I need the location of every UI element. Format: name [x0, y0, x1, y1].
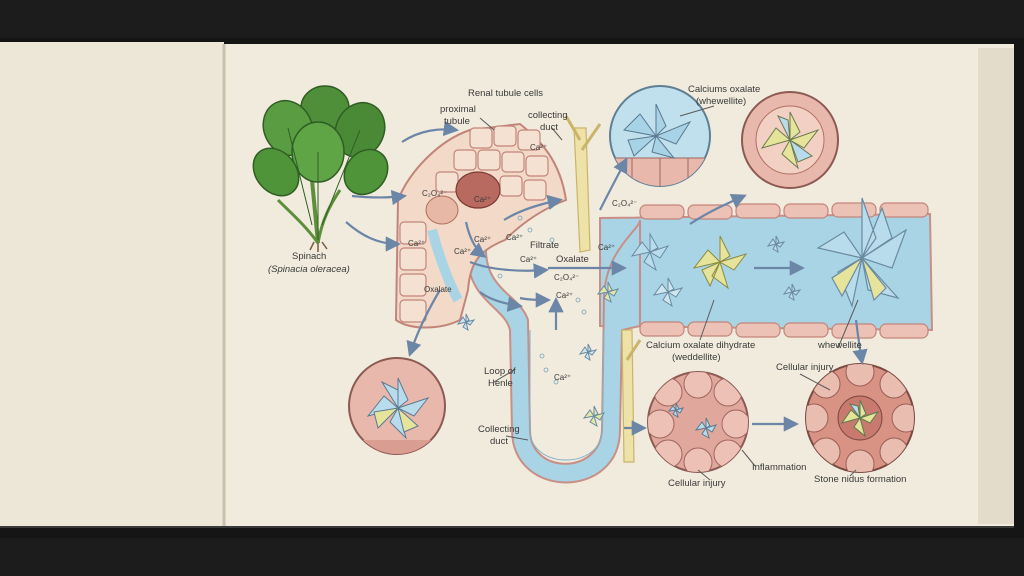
left-page — [0, 42, 224, 528]
ion-ca-mid-3: Ca²⁺ — [454, 247, 471, 256]
label-proximal-tubule-line2: tubule — [444, 116, 470, 127]
arrow-spinach-to-cells-1 — [401, 120, 460, 143]
ion-ca-loop: Ca²⁺ — [554, 373, 571, 382]
inset-crystal-bottom-left — [348, 357, 446, 455]
label-stone-nidus: Stone nidus formation — [814, 474, 906, 485]
label-calcium-oxalate-line2: (whewellite) — [696, 96, 746, 107]
loop-of-henle — [466, 219, 641, 484]
label-dihydrate-line2: (weddellite) — [672, 352, 721, 363]
arrow-cells-down-2 — [479, 291, 524, 312]
arrow-cells-right — [503, 194, 564, 221]
arrow-loop-mid — [519, 292, 552, 308]
spinach-illustration — [252, 85, 389, 252]
label-cellular-injury-right: Cellular injury — [776, 362, 834, 373]
arrow-to-inset-top-right — [689, 193, 747, 225]
label-collecting-duct-bottom-line1: Collecting — [478, 424, 520, 435]
label-cellular-injury-bottom: Cellular injury — [668, 478, 726, 489]
arrow-to-inset-whewellite — [599, 157, 628, 211]
arrow-to-inset-bottom-left — [406, 289, 441, 357]
ion-ca-top: Ca²⁺ — [530, 143, 547, 152]
ion-ca-right: Ca²⁺ — [598, 243, 615, 252]
arrow-spinach-to-cells-2 — [351, 189, 408, 206]
ion-c2o4-cell: C₂O₄²⁻ — [422, 189, 447, 198]
ion-ca-cell-1: Ca²⁺ — [474, 195, 491, 204]
label-proximal-tubule-line1: proximal — [440, 104, 476, 115]
tubule-crystals — [456, 197, 908, 428]
arrow-cells-down — [464, 221, 487, 258]
label-spinach-latin: (Spinacia oleracea) — [268, 264, 350, 275]
ion-c2o4-mid: C₂O₄²⁻ — [554, 273, 579, 282]
renal-tubule-cells — [394, 122, 568, 329]
label-collecting-duct-top-line1: collecting — [528, 110, 568, 121]
label-loop-of-henle-line1: Loop of — [484, 366, 516, 377]
label-dihydrate-line1: Calcium oxalate dihydrate — [646, 340, 755, 351]
ion-ca-mid-1: Ca²⁺ — [474, 235, 491, 244]
label-loop-of-henle-line2: Henle — [488, 378, 513, 389]
label-collecting-duct-top-line2: duct — [540, 122, 558, 133]
ion-ca-low-1: Ca²⁺ — [520, 255, 537, 264]
label-filtrate: Filtrate — [530, 240, 559, 251]
process-arrows — [345, 120, 868, 436]
arrow-to-stone-nidus — [852, 319, 868, 366]
inset-crystal-top-right — [741, 91, 839, 189]
label-inflammation: Inflammation — [752, 462, 806, 473]
leader-lines — [479, 105, 859, 481]
arrow-to-filtrate — [469, 260, 550, 279]
label-calcium-oxalate-line1: Calciums oxalate — [688, 84, 760, 95]
ion-ca-mid-2: Ca²⁺ — [506, 233, 523, 242]
ion-oxalate-cell: Oxalate — [424, 285, 452, 294]
label-collecting-duct-bottom-line2: duct — [490, 436, 508, 447]
arrow-spinach-to-cells-3 — [345, 221, 402, 252]
label-oxalate: Oxalate — [556, 254, 589, 265]
label-whewellite: whewellite — [817, 340, 862, 351]
label-renal-tubule-cells: Renal tubule cells — [468, 88, 543, 99]
ion-c2o4-right: C₂O₄²⁻ — [612, 199, 637, 208]
label-spinach: Spinach — [292, 251, 326, 262]
ion-ca-cell-2: Ca²⁺ — [408, 239, 425, 248]
page-edge — [978, 48, 1014, 524]
ion-ca-low-2: Ca²⁺ — [556, 291, 573, 300]
ion-bubbles — [497, 215, 587, 385]
